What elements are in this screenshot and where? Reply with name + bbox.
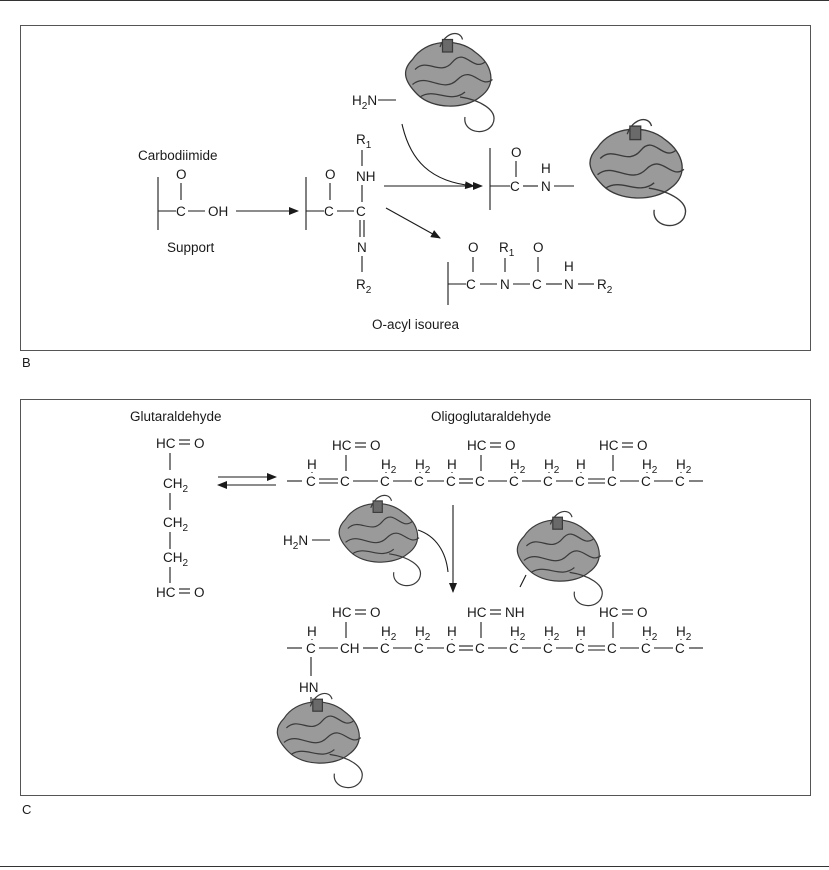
- protein-ribbon-icon: [277, 693, 362, 787]
- chain-atom: C: [475, 641, 485, 656]
- chain-atom: C: [641, 474, 651, 489]
- chain-atom: C: [675, 474, 685, 489]
- chain-atom: C: [446, 641, 456, 656]
- glut-ch2-1: CH2: [163, 476, 189, 495]
- amide-n: N: [541, 179, 551, 194]
- glut-o-top: O: [194, 436, 205, 451]
- carboxyl-oh: OH: [208, 204, 228, 219]
- aldehyde-hc: HC: [599, 605, 619, 620]
- glut-hc-top: HC: [156, 436, 176, 451]
- chain-atom: C: [446, 474, 456, 489]
- aldehyde-o: O: [637, 605, 648, 620]
- urea-c1: C: [466, 277, 476, 292]
- chain-h: H: [307, 457, 317, 472]
- chain-atom: C: [306, 474, 316, 489]
- chain-atom: C: [509, 474, 519, 489]
- chain-h: H: [307, 624, 317, 639]
- chain-atom: C: [340, 474, 350, 489]
- amine-h2n-c: H2N: [283, 533, 308, 552]
- chain-h: H: [576, 624, 586, 639]
- chain-atom: C: [414, 641, 424, 656]
- glut-o-bottom: O: [194, 585, 205, 600]
- isourea-c2: C: [356, 204, 366, 219]
- oligoglutaraldehyde-label: Oligoglutaraldehyde: [431, 409, 551, 424]
- chain-h: H: [447, 457, 457, 472]
- chain-atom: C: [675, 641, 685, 656]
- amide-o: O: [511, 145, 522, 160]
- isourea-n: N: [357, 240, 367, 255]
- carbodiimide-label: Carbodiimide: [138, 148, 218, 163]
- chain-atom: C: [509, 641, 519, 656]
- aldehyde-hc: HC: [332, 605, 352, 620]
- carboxyl-c: C: [176, 204, 186, 219]
- chain-h: H: [447, 624, 457, 639]
- urea-r1: R1: [499, 240, 515, 259]
- urea-o2: O: [533, 240, 544, 255]
- urea-n2: N: [564, 277, 574, 292]
- glut-hc-bottom: HC: [156, 585, 176, 600]
- chain-atom: C: [414, 474, 424, 489]
- amide-h: H: [541, 161, 551, 176]
- chain-atom: C: [575, 641, 585, 656]
- aldehyde-o: O: [370, 605, 381, 620]
- chain-atom: C: [575, 474, 585, 489]
- chain-atom: C: [641, 641, 651, 656]
- urea-o1: O: [468, 240, 479, 255]
- protein-ribbon-icon: [406, 34, 494, 132]
- amide-c: C: [510, 179, 520, 194]
- carboxyl-o: O: [176, 167, 187, 182]
- protein-ribbon-icon: [517, 511, 602, 605]
- chain-atom: C: [380, 641, 390, 656]
- aldehyde-o: O: [637, 438, 648, 453]
- glut-ch2-2: CH2: [163, 515, 189, 534]
- chain-atom: C: [475, 474, 485, 489]
- chain-h: H: [576, 457, 586, 472]
- protein-ribbon-icon: [339, 495, 420, 585]
- chain-atom: C: [607, 474, 617, 489]
- o-acyl-isourea-label: O-acyl isourea: [372, 317, 460, 332]
- imine-hc: HC: [467, 605, 487, 620]
- hn-linker: HN: [299, 680, 319, 695]
- urea-h: H: [564, 259, 574, 274]
- aldehyde-o: O: [505, 438, 516, 453]
- chain-atom: C: [380, 474, 390, 489]
- isourea-r1: R1: [356, 132, 372, 151]
- urea-r2: R2: [597, 277, 613, 296]
- isourea-o: O: [325, 167, 336, 182]
- chain-atom: C: [543, 641, 553, 656]
- support-label: Support: [167, 240, 215, 255]
- urea-c2: C: [532, 277, 542, 292]
- amine-h2n: H2N: [352, 93, 377, 112]
- aldehyde-o: O: [370, 438, 381, 453]
- protein-ribbon-icon: [590, 120, 686, 226]
- chain-atom: CH: [340, 641, 360, 656]
- aldehyde-hc: HC: [332, 438, 352, 453]
- imine-nh: NH: [505, 605, 525, 620]
- glutaraldehyde-label: Glutaraldehyde: [130, 409, 222, 424]
- urea-n: N: [500, 277, 510, 292]
- aldehyde-hc: HC: [599, 438, 619, 453]
- aldehyde-hc: HC: [467, 438, 487, 453]
- isourea-c1: C: [324, 204, 334, 219]
- chain-atom: C: [607, 641, 617, 656]
- chain-atom: C: [543, 474, 553, 489]
- isourea-nh: NH: [356, 169, 376, 184]
- chain-atom: C: [306, 641, 316, 656]
- glut-ch2-3: CH2: [163, 550, 189, 569]
- isourea-r2: R2: [356, 277, 372, 296]
